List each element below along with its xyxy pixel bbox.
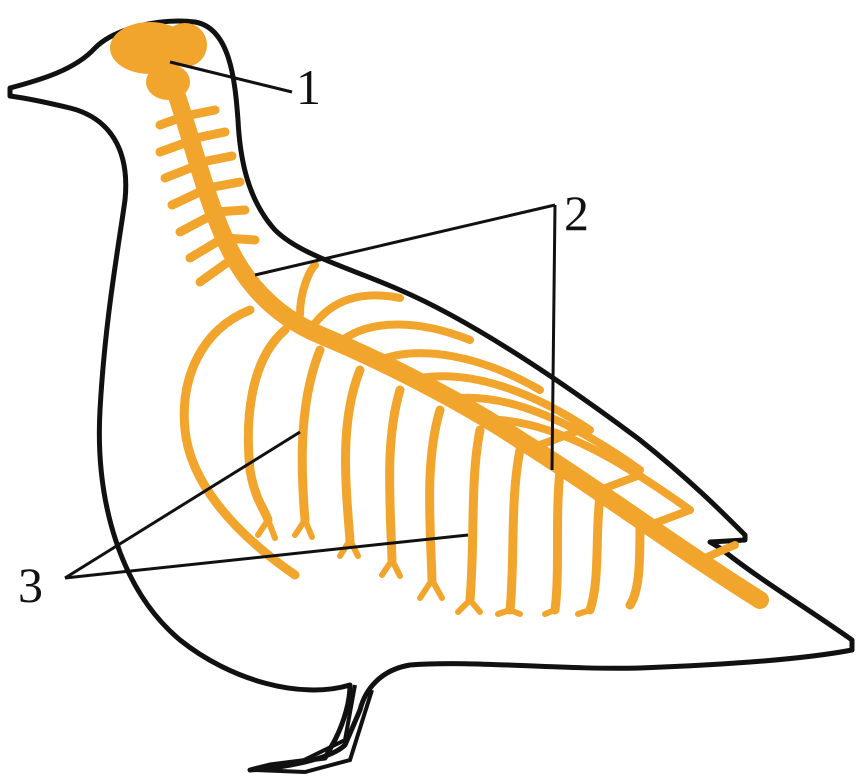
label-3: 3 xyxy=(18,560,43,610)
label-2: 2 xyxy=(564,188,589,238)
label-1: 1 xyxy=(296,62,321,112)
leader-line-2a xyxy=(255,205,555,275)
